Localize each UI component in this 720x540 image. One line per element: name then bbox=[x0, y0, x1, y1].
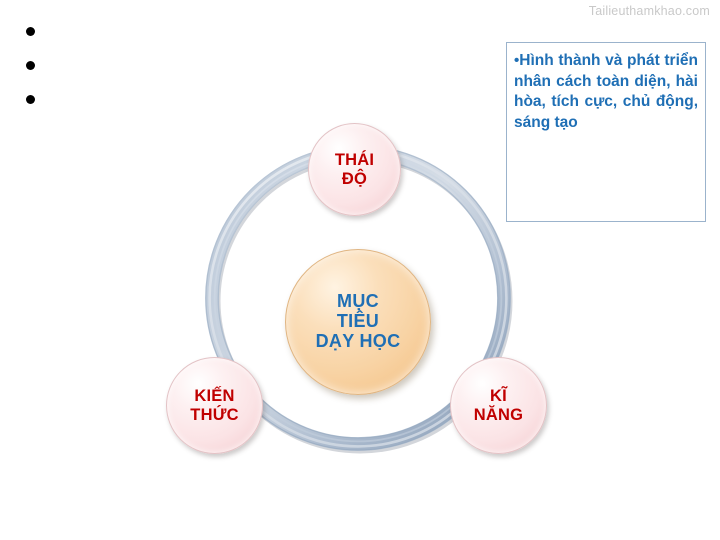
callout-body-text: Hình thành và phát triển nhân cách toàn … bbox=[514, 51, 698, 133]
watermark-text: Tailieuthamkhao.com bbox=[588, 4, 710, 18]
list-item bbox=[20, 54, 140, 88]
node-ki-nang[interactable]: KĨ NĂNG bbox=[450, 357, 547, 454]
center-node-label: MỤC TIÊU DẠY HỌC bbox=[315, 291, 401, 351]
node-thai-do-label: THÁI ĐỘ bbox=[334, 151, 375, 188]
node-kien-thuc[interactable]: KIẾN THỨC bbox=[166, 357, 263, 454]
node-kien-thuc-label: KIẾN THỨC bbox=[190, 387, 239, 424]
center-node-muc-tieu-day-hoc[interactable]: MỤC TIÊU DẠY HỌC bbox=[285, 249, 431, 395]
list-item bbox=[20, 20, 140, 54]
callout-textbox: Hình thành và phát triển nhân cách toàn … bbox=[506, 42, 706, 222]
bullet-list bbox=[20, 20, 140, 122]
bullet-dot-icon bbox=[26, 95, 35, 104]
node-thai-do[interactable]: THÁI ĐỘ bbox=[308, 123, 401, 216]
bullet-dot-icon bbox=[26, 27, 35, 36]
bullet-dot-icon bbox=[26, 61, 35, 70]
list-item bbox=[20, 88, 140, 122]
node-ki-nang-label: KĨ NĂNG bbox=[473, 387, 524, 424]
